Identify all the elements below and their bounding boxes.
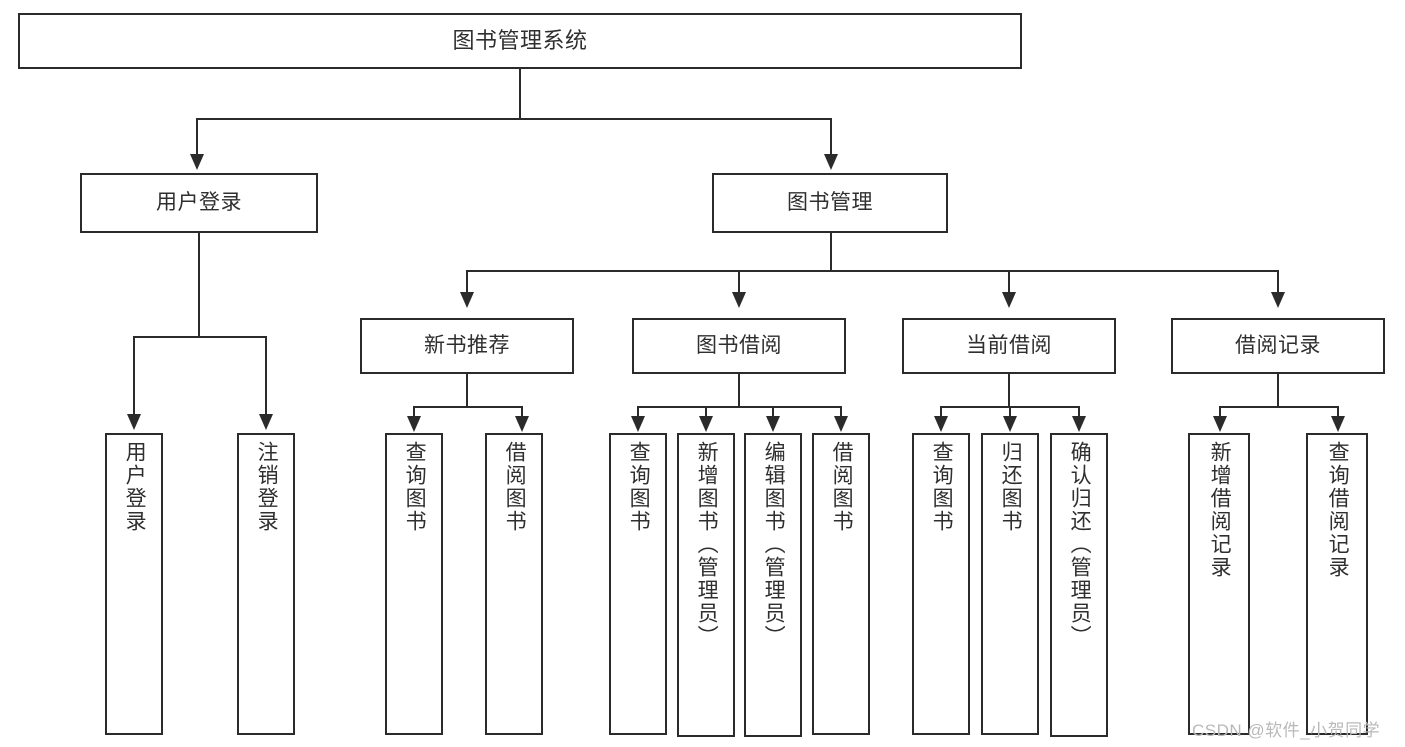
node-leaf-rec-search-label: 查询借阅记录 — [1326, 441, 1350, 579]
connector-br-drop-2 — [1337, 406, 1339, 418]
connector-nbr-stem — [466, 374, 468, 407]
arrowhead-leaf-cur-confirm — [1072, 416, 1086, 432]
node-new-book-rec[interactable]: 新书推荐 — [360, 318, 574, 374]
arrowhead-current-borrow — [1002, 292, 1016, 308]
node-leaf-rec-query-label: 查询图书 — [403, 441, 427, 533]
arrowhead-new-book-rec — [460, 292, 474, 308]
connector-bb-drop-1 — [637, 406, 639, 418]
arrowhead-leaf-user-logout — [259, 414, 273, 430]
node-book-borrow[interactable]: 图书借阅 — [632, 318, 846, 374]
csdn-watermark: CSDN @软件_小贺同学 — [1192, 721, 1381, 740]
node-leaf-borrow-lend-label: 借阅图书 — [830, 441, 854, 533]
arrowhead-borrow-record — [1271, 292, 1285, 308]
connector-cb-drop-1 — [940, 406, 942, 418]
arrowhead-leaf-user-login — [127, 414, 141, 430]
node-root[interactable]: 图书管理系统 — [18, 13, 1022, 69]
connector-br-bus — [1219, 406, 1339, 408]
connector-bm-drop-new-book-rec — [466, 270, 468, 294]
node-current-borrow-label: 当前借阅 — [966, 333, 1052, 357]
arrowhead-leaf-borrow-edit — [766, 416, 780, 432]
connector-nbr-drop-2 — [521, 406, 523, 418]
node-leaf-rec-add[interactable]: 新增借阅记录 — [1188, 433, 1250, 735]
connector-bb-drop-2 — [705, 406, 707, 418]
connector-user-login-drop-1 — [133, 336, 135, 416]
arrowhead-book-manage — [824, 154, 838, 170]
arrowhead-leaf-cur-return — [1003, 416, 1017, 432]
connector-user-login-drop-2 — [265, 336, 267, 416]
node-user-login-label: 用户登录 — [156, 190, 242, 214]
connector-cb-drop-3 — [1078, 406, 1080, 418]
node-user-login[interactable]: 用户登录 — [80, 173, 318, 233]
arrowhead-book-borrow — [732, 292, 746, 308]
connector-cb-stem — [1008, 374, 1010, 407]
node-leaf-borrow-edit-label: 编辑图书（管理员） — [762, 441, 786, 648]
node-leaf-rec-borrow[interactable]: 借阅图书 — [485, 433, 543, 735]
connector-bm-drop-borrow-record — [1277, 270, 1279, 294]
node-leaf-user-login[interactable]: 用户登录 — [105, 433, 163, 735]
node-leaf-borrow-edit[interactable]: 编辑图书（管理员） — [744, 433, 802, 737]
node-leaf-cur-query-label: 查询图书 — [930, 441, 954, 533]
arrowhead-leaf-borrow-query — [631, 416, 645, 432]
arrowhead-leaf-rec-add — [1213, 416, 1227, 432]
connector-cb-drop-2 — [1009, 406, 1011, 418]
arrowhead-leaf-cur-query — [934, 416, 948, 432]
connector-nbr-bus — [413, 406, 523, 408]
node-book-borrow-label: 图书借阅 — [696, 333, 782, 357]
node-leaf-cur-confirm[interactable]: 确认归还（管理员） — [1050, 433, 1108, 737]
connector-user-login-stem — [198, 233, 200, 337]
node-leaf-cur-query[interactable]: 查询图书 — [912, 433, 970, 735]
connector-user-login-bus — [133, 336, 267, 338]
node-leaf-rec-search[interactable]: 查询借阅记录 — [1306, 433, 1368, 735]
node-leaf-borrow-add[interactable]: 新增图书（管理员） — [677, 433, 735, 737]
node-leaf-borrow-add-label: 新增图书（管理员） — [695, 441, 719, 648]
node-leaf-cur-return-label: 归还图书 — [999, 441, 1023, 533]
node-leaf-user-logout[interactable]: 注销登录 — [237, 433, 295, 735]
node-borrow-record-label: 借阅记录 — [1235, 333, 1321, 357]
connector-bm-drop-book-borrow — [738, 270, 740, 294]
connector-root-to-user-login — [196, 118, 198, 156]
node-leaf-rec-borrow-label: 借阅图书 — [503, 441, 527, 533]
node-root-label: 图书管理系统 — [452, 28, 588, 54]
arrowhead-leaf-rec-search — [1331, 416, 1345, 432]
node-current-borrow[interactable]: 当前借阅 — [902, 318, 1116, 374]
arrowhead-leaf-rec-borrow — [515, 416, 529, 432]
connector-bb-bus — [637, 406, 842, 408]
node-borrow-record[interactable]: 借阅记录 — [1171, 318, 1385, 374]
node-leaf-cur-confirm-label: 确认归还（管理员） — [1068, 441, 1092, 648]
arrowhead-user-login — [190, 154, 204, 170]
connector-bb-drop-4 — [840, 406, 842, 418]
connector-bm-drop-current-borrow — [1008, 270, 1010, 294]
connector-nbr-drop-1 — [413, 406, 415, 418]
node-leaf-cur-return[interactable]: 归还图书 — [981, 433, 1039, 735]
node-leaf-borrow-query-label: 查询图书 — [627, 441, 651, 533]
connector-bb-stem — [738, 374, 740, 407]
connector-br-stem — [1277, 374, 1279, 407]
connector-root-stem — [519, 69, 521, 119]
node-book-manage[interactable]: 图书管理 — [712, 173, 948, 233]
node-book-manage-label: 图书管理 — [787, 190, 873, 214]
node-leaf-user-login-label: 用户登录 — [123, 441, 147, 533]
node-leaf-rec-add-label: 新增借阅记录 — [1208, 441, 1232, 579]
connector-book-manage-bus — [466, 270, 1278, 272]
connector-bb-drop-3 — [772, 406, 774, 418]
arrowhead-leaf-rec-query — [407, 416, 421, 432]
connector-root-to-book-manage — [830, 118, 832, 156]
arrowhead-leaf-borrow-lend — [834, 416, 848, 432]
node-new-book-rec-label: 新书推荐 — [424, 333, 510, 357]
node-leaf-rec-query[interactable]: 查询图书 — [385, 433, 443, 735]
node-leaf-borrow-query[interactable]: 查询图书 — [609, 433, 667, 735]
node-leaf-user-logout-label: 注销登录 — [255, 441, 279, 533]
connector-root-bus — [196, 118, 832, 120]
node-leaf-borrow-lend[interactable]: 借阅图书 — [812, 433, 870, 735]
arrowhead-leaf-borrow-add — [699, 416, 713, 432]
connector-br-drop-1 — [1219, 406, 1221, 418]
connector-book-manage-stem — [830, 233, 832, 271]
